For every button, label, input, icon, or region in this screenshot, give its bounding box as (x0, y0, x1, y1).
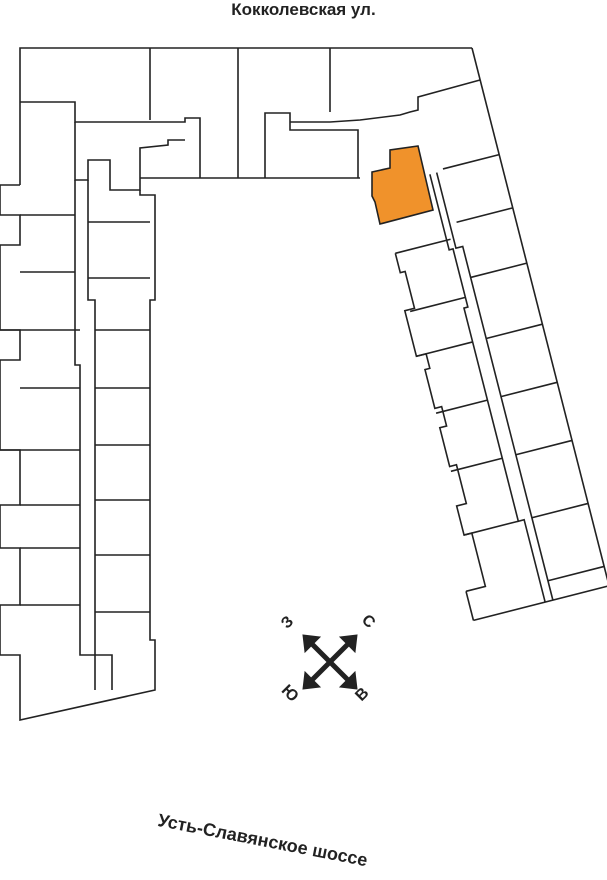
right-wing (394, 47, 607, 622)
left-wing (0, 180, 156, 721)
compass-arrows-icon (302, 634, 358, 690)
selected-unit[interactable] (371, 145, 434, 225)
street-label-top: Кокколевская ул. (231, 0, 376, 19)
top-wing (19, 47, 481, 191)
